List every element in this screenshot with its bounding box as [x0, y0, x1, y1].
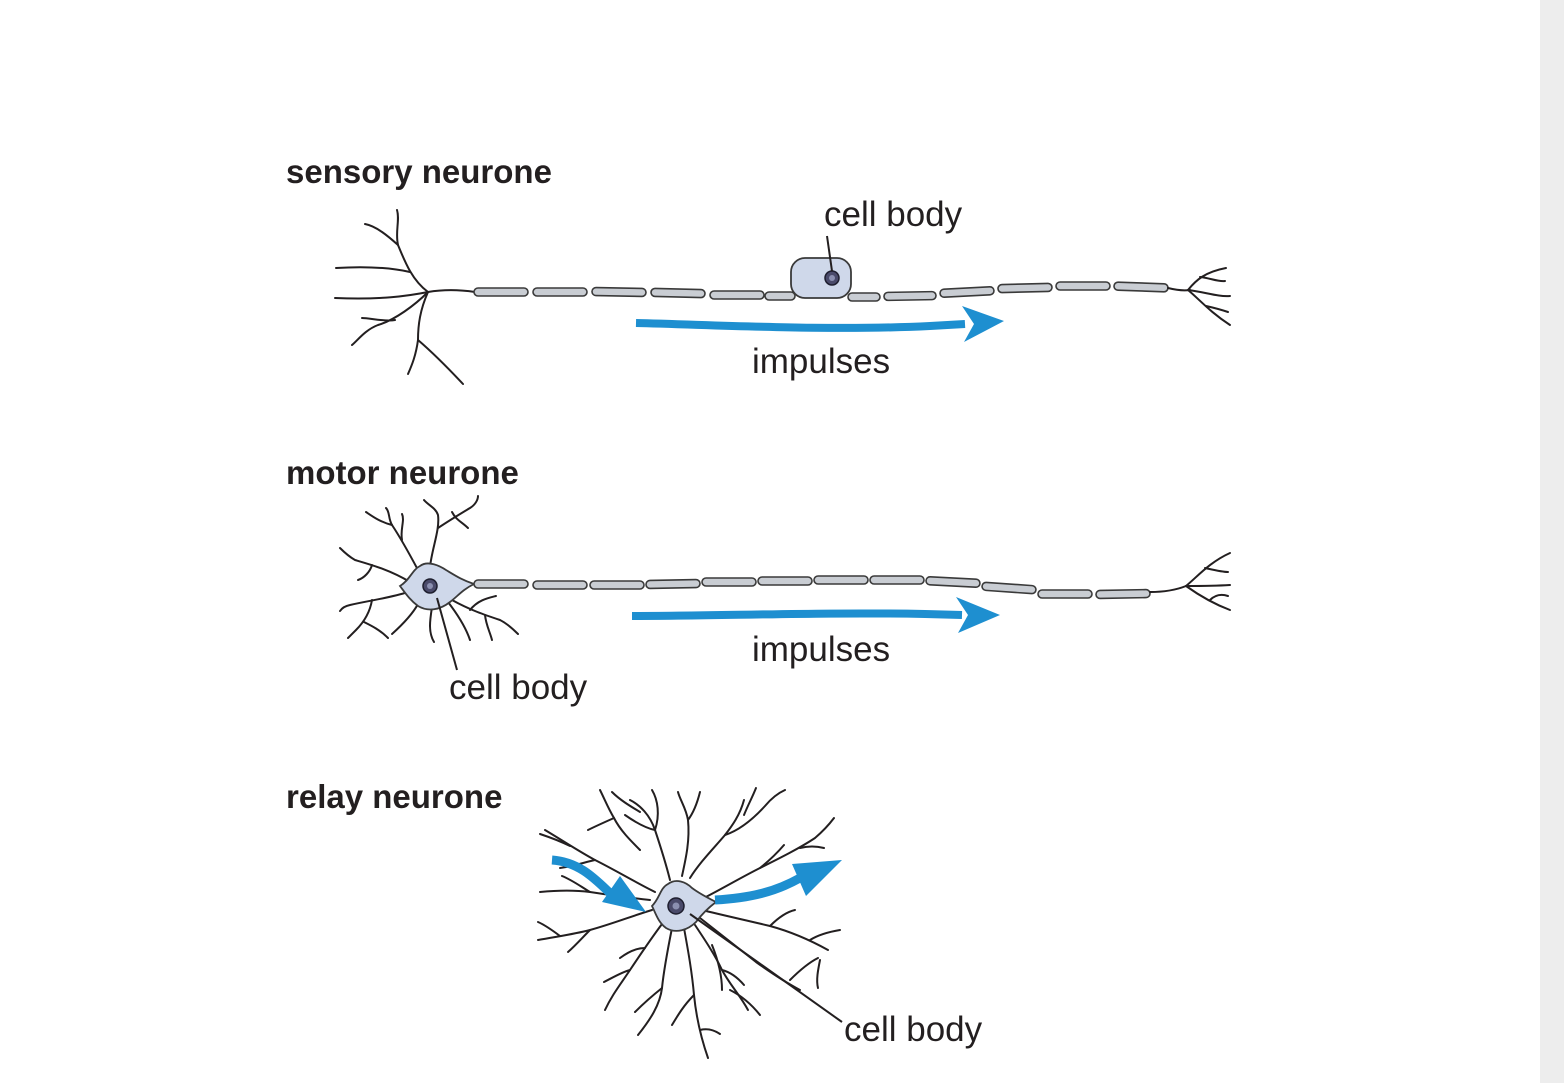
- sensory-cell-body: [790, 235, 852, 299]
- sensory-dendrites: [334, 209, 476, 385]
- sensory-impulse-arrowhead: [962, 306, 1004, 342]
- sensory-neurone-heading: sensory neurone: [286, 153, 552, 190]
- relay-dendrites: [537, 787, 841, 1059]
- relay-impulse-arrow-in: [551, 855, 616, 899]
- relay-impulse-arrowhead-out: [792, 860, 842, 896]
- sensory-impulse-arrow: [635, 319, 966, 332]
- motor-axon: [473, 575, 1187, 600]
- sensory-neurone: [334, 209, 1231, 385]
- vertical-scrollbar[interactable]: [1540, 0, 1564, 1083]
- relay-impulse-arrow-out: [714, 874, 803, 905]
- motor-neurone-heading: motor neurone: [286, 454, 519, 491]
- sensory-axon: [473, 281, 1191, 302]
- sensory-cell-body-label: cell body: [824, 195, 963, 234]
- sensory-impulses-label: impulses: [752, 342, 891, 381]
- motor-cell-body-pointer: [436, 597, 458, 671]
- motor-impulse-arrowhead: [956, 597, 1000, 633]
- motor-terminals: [1185, 552, 1231, 611]
- motor-neurone: [339, 495, 1231, 671]
- relay-neurone: [537, 787, 843, 1059]
- relay-cell-body-pointer: [689, 913, 843, 1023]
- relay-impulse-arrowhead-in: [602, 876, 646, 912]
- motor-impulse-arrow: [631, 609, 963, 620]
- relay-neurone-heading: relay neurone: [286, 778, 503, 815]
- relay-cell-body-label: cell body: [844, 1010, 983, 1049]
- motor-cell-body-label: cell body: [449, 668, 588, 707]
- sensory-terminals: [1187, 267, 1231, 326]
- motor-impulses-label: impulses: [752, 630, 891, 669]
